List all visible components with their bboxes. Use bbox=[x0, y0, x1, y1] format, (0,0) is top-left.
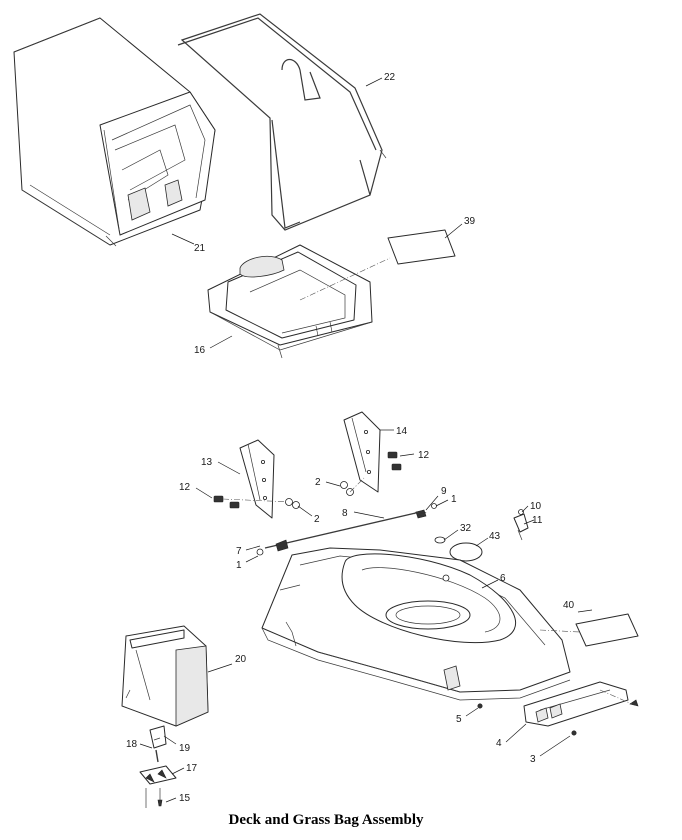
callout-18: 18 bbox=[126, 739, 138, 750]
callout-43: 43 bbox=[489, 531, 501, 542]
part-32-washer bbox=[434, 536, 446, 544]
callout-40: 40 bbox=[563, 600, 575, 611]
callout-17: 17 bbox=[186, 763, 198, 774]
callout-2-lower: 2 bbox=[314, 514, 320, 525]
callout-7: 7 bbox=[236, 546, 242, 557]
callout-21: 21 bbox=[194, 243, 206, 254]
callout-12-right: 12 bbox=[418, 450, 430, 461]
callout-5: 5 bbox=[456, 714, 462, 725]
callout-32: 32 bbox=[460, 523, 472, 534]
screws bbox=[477, 703, 577, 736]
part-20-side-chute bbox=[121, 625, 209, 727]
leader-lines bbox=[139, 77, 593, 803]
callout-13: 13 bbox=[201, 457, 213, 468]
part-6-mower-deck bbox=[261, 547, 571, 701]
part-39-label bbox=[299, 229, 456, 301]
callout-9: 9 bbox=[441, 486, 447, 497]
callout-16: 16 bbox=[194, 345, 206, 356]
part-17-block bbox=[139, 765, 177, 785]
callout-1-left: 1 bbox=[236, 560, 242, 571]
callout-19: 19 bbox=[179, 743, 191, 754]
callout-12-left: 12 bbox=[179, 482, 191, 493]
callout-15: 15 bbox=[179, 793, 191, 804]
callout-1-right: 1 bbox=[451, 494, 457, 505]
part-4-rear-skid bbox=[523, 681, 639, 727]
part-16-rear-housing bbox=[207, 244, 373, 359]
part-8-rod bbox=[264, 509, 427, 552]
callout-10: 10 bbox=[530, 501, 542, 512]
part-43-decal bbox=[449, 542, 483, 562]
callout-6: 6 bbox=[500, 573, 506, 584]
part-15-screw bbox=[145, 788, 163, 808]
callout-2-upper: 2 bbox=[315, 477, 321, 488]
callout-3: 3 bbox=[530, 754, 536, 765]
hardware-bolts-nuts bbox=[213, 451, 402, 509]
part-9-spring bbox=[256, 503, 437, 556]
part-21-grass-bag bbox=[13, 17, 216, 247]
callout-labels: 21 22 39 16 14 13 12 12 2 2 9 1 8 10 11 … bbox=[126, 72, 575, 804]
part-19-clip bbox=[149, 725, 167, 749]
part-40-label bbox=[539, 613, 639, 647]
callout-4: 4 bbox=[496, 738, 502, 749]
part-14-bracket bbox=[343, 411, 381, 493]
callout-22: 22 bbox=[384, 72, 396, 83]
part-22-bag-frame bbox=[177, 13, 387, 231]
part-10-11-fitting bbox=[513, 509, 529, 541]
callout-39: 39 bbox=[464, 216, 476, 227]
callout-20: 20 bbox=[235, 654, 247, 665]
callout-11: 11 bbox=[532, 515, 543, 526]
part-18-pin bbox=[155, 749, 159, 763]
callout-14: 14 bbox=[396, 426, 408, 437]
part-13-bracket bbox=[239, 439, 275, 519]
callout-8: 8 bbox=[342, 508, 348, 519]
diagram-caption: Deck and Grass Bag Assembly bbox=[228, 812, 424, 828]
